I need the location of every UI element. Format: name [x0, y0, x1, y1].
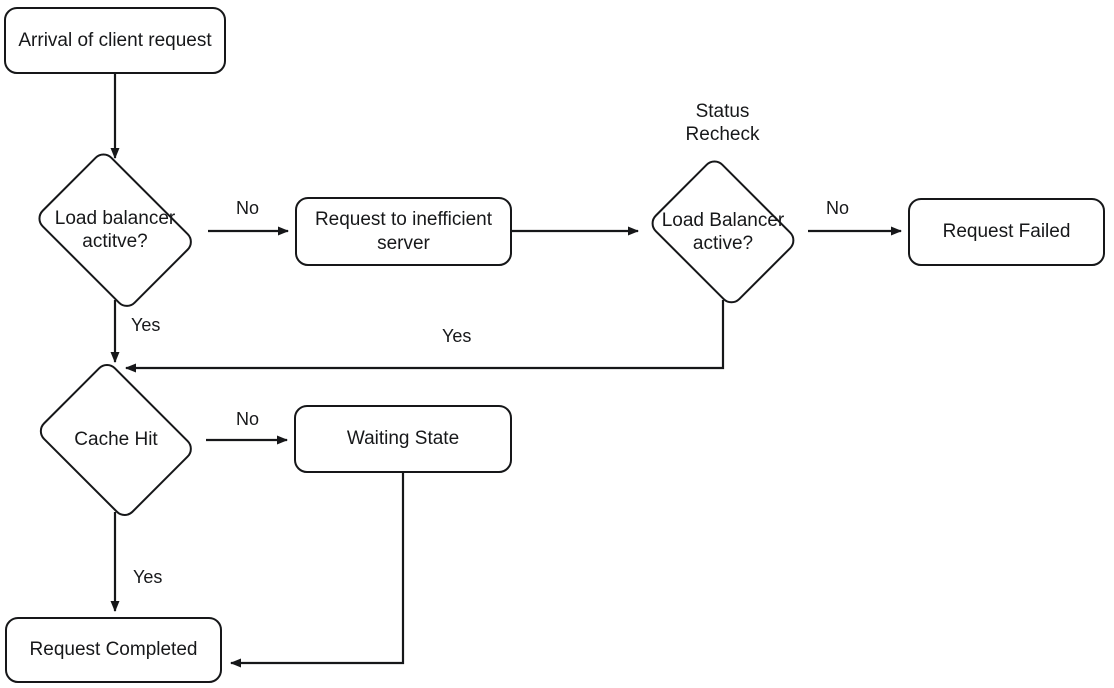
node-request-failed[interactable]: Request Failed [908, 198, 1105, 266]
annotation-status-recheck: Status Recheck [685, 101, 760, 146]
node-waiting-state[interactable]: Waiting State [294, 405, 512, 473]
node-label: Request Failed [942, 221, 1071, 243]
edge-lb2-yes-to-cache [125, 300, 725, 373]
edge-waiting-to-completed [230, 473, 405, 668]
diamond-shape [33, 148, 197, 312]
edge-label-yes-1: Yes [131, 315, 161, 335]
node-arrival-of-client-request[interactable]: Arrival of client request [4, 7, 226, 74]
node-load-balancer-active-decision-2[interactable]: Load Balancer active? [638, 155, 808, 309]
edge-label-no-1: No [236, 198, 260, 218]
diamond-shape [35, 359, 197, 521]
node-label: Waiting State [346, 428, 460, 450]
node-request-completed[interactable]: Request Completed [5, 617, 222, 683]
node-cache-hit-decision[interactable]: Cache Hit [26, 359, 206, 521]
node-label: Request Completed [29, 639, 198, 661]
diamond-shape [646, 155, 800, 309]
edge-label-yes-2: Yes [442, 326, 472, 346]
edge-label-yes-3: Yes [133, 567, 163, 587]
node-load-balancer-active-decision-1[interactable]: Load balancer actitve? [22, 148, 208, 312]
node-label: Arrival of client request [18, 29, 212, 51]
node-label: Request to inefficient server [314, 209, 493, 254]
node-request-to-inefficient-server[interactable]: Request to inefficient server [295, 197, 512, 266]
edge-label-no-3: No [236, 409, 260, 429]
edge-label-no-2: No [826, 198, 850, 218]
